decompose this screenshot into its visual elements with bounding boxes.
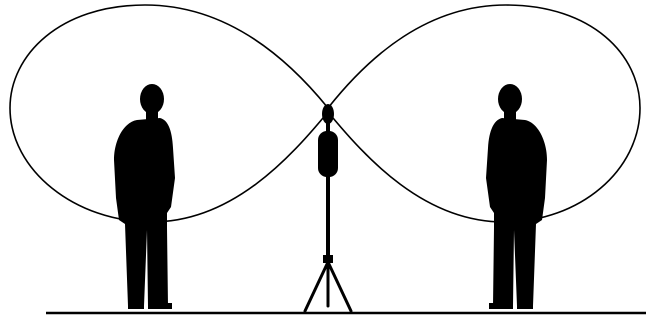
microphone-capsule — [322, 104, 334, 124]
tripod-legs — [305, 262, 351, 311]
right-person-silhouette-icon — [486, 84, 547, 309]
microphone-body — [318, 131, 338, 177]
microphone-on-stand-icon — [305, 104, 351, 311]
left-person-silhouette-icon — [114, 84, 175, 309]
